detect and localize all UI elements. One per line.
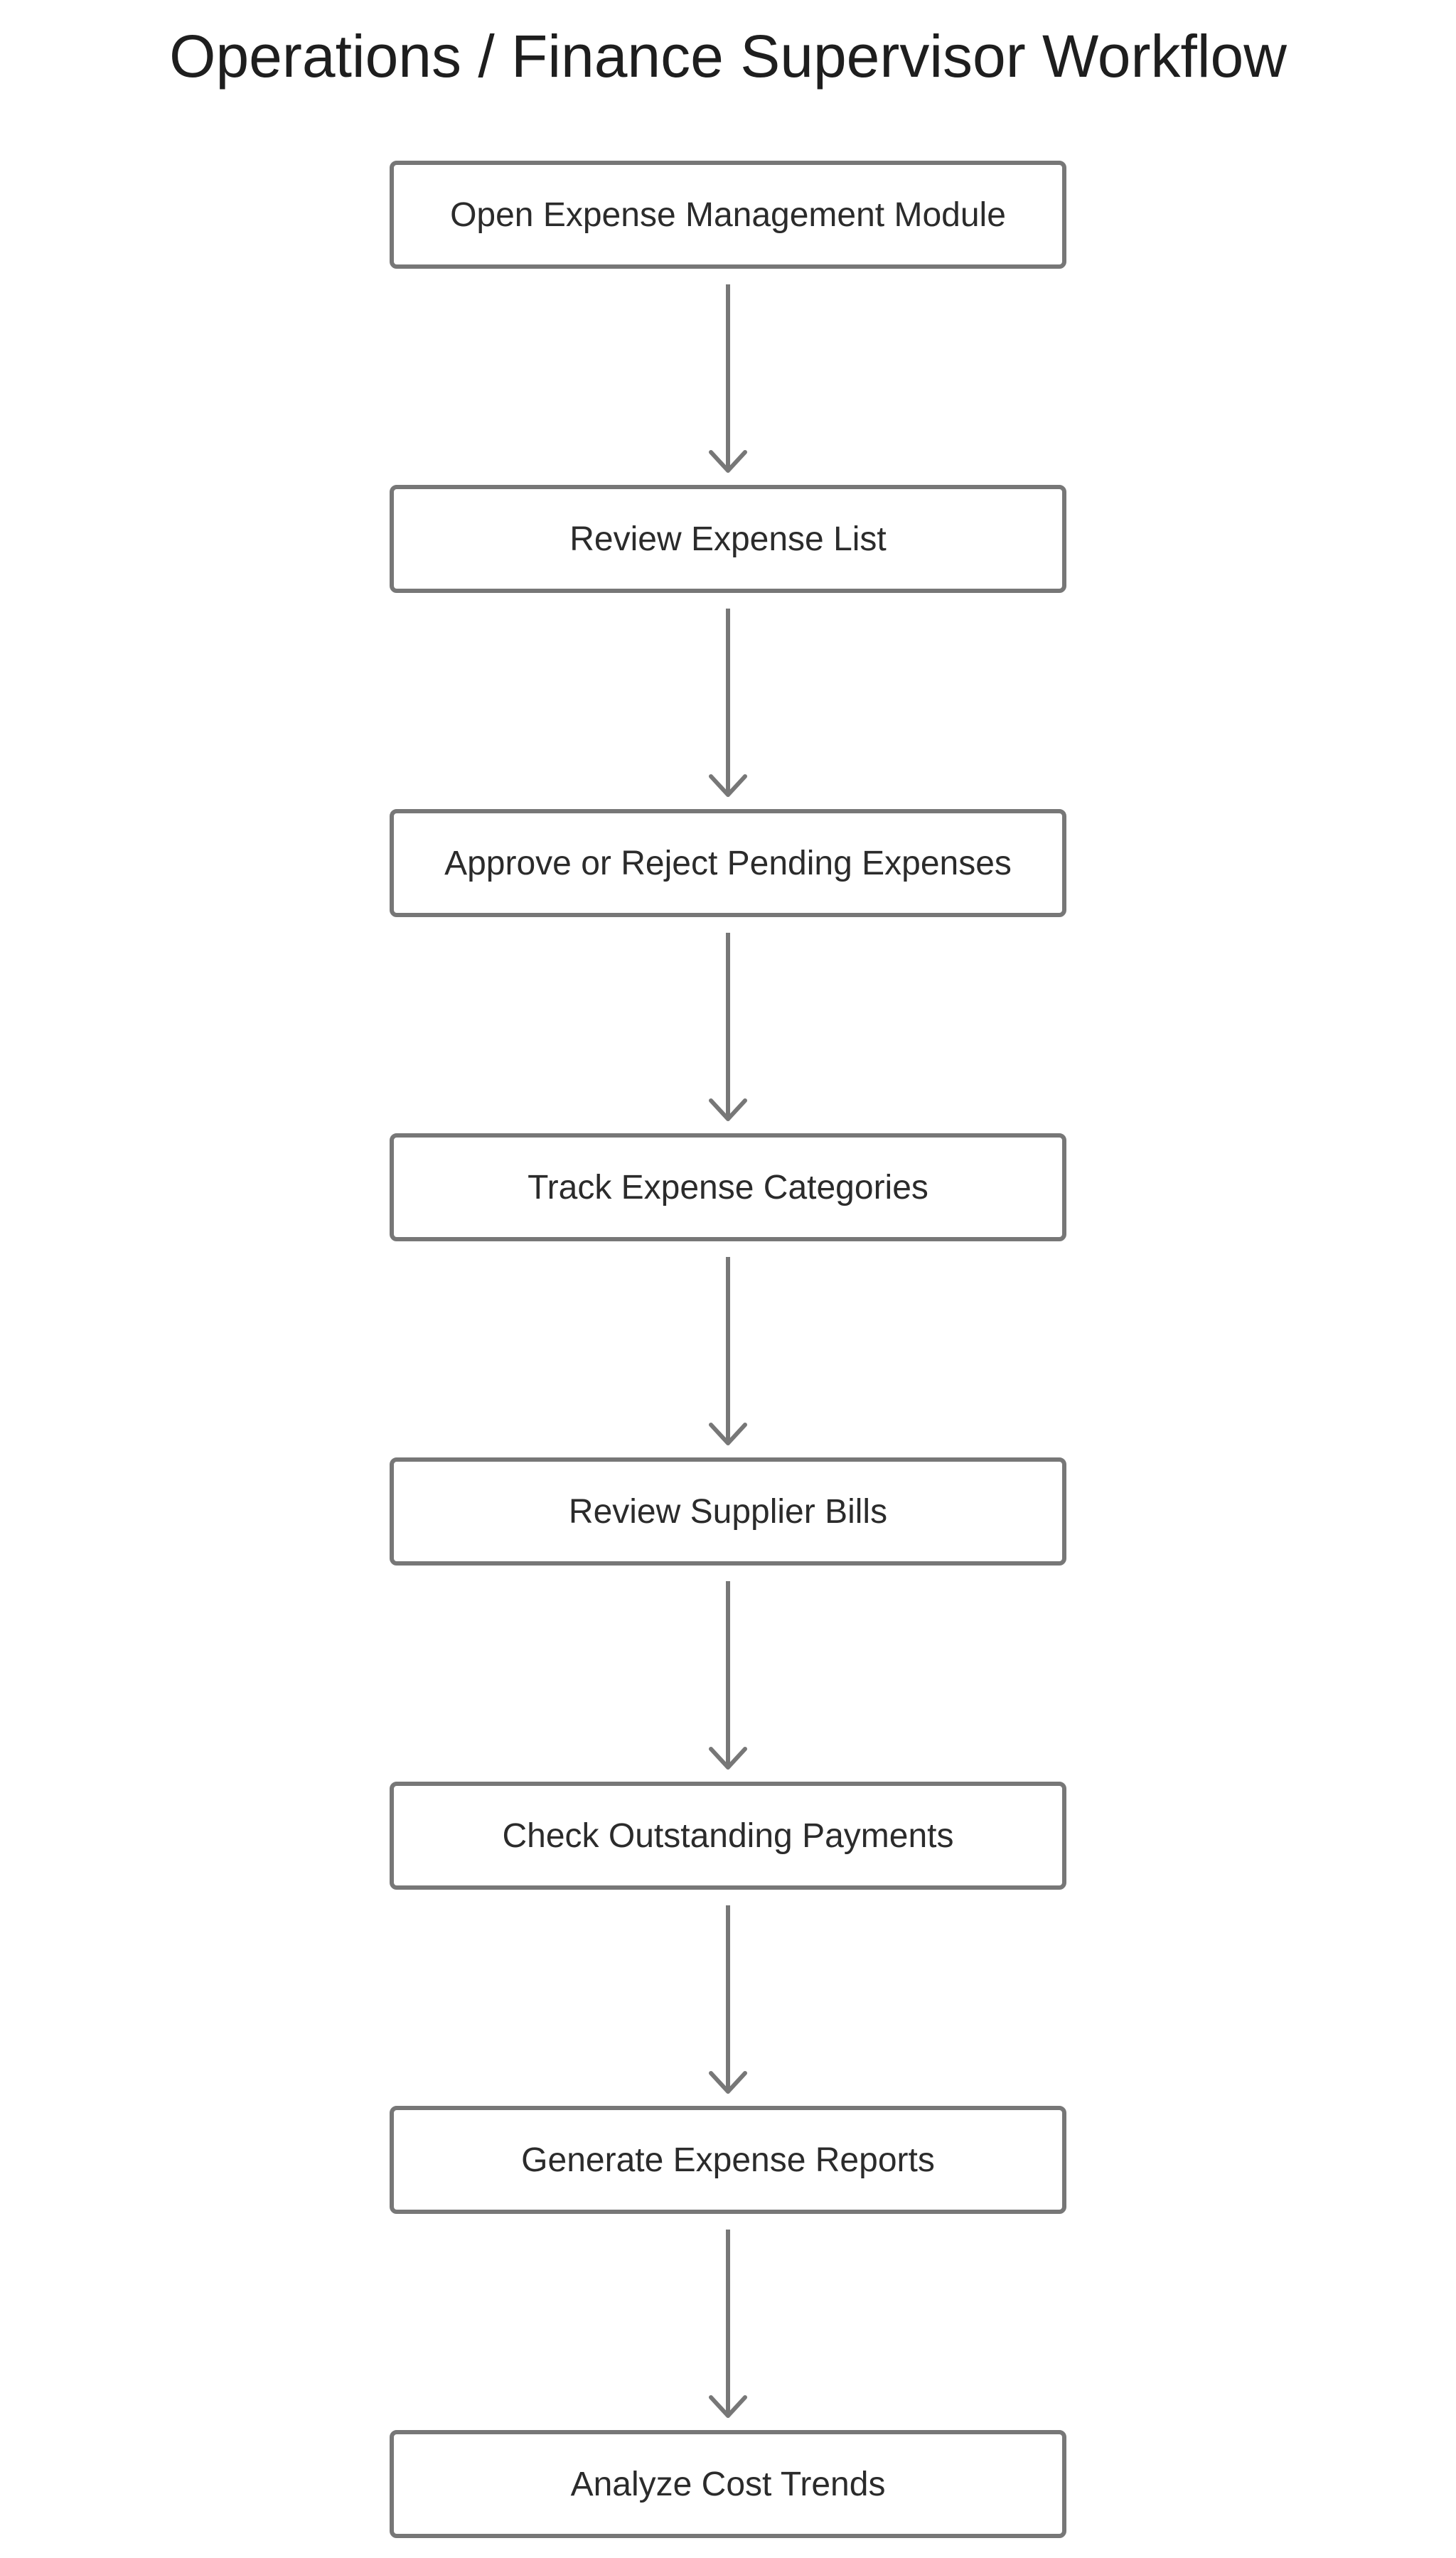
step-label: Review Supplier Bills [568,1492,888,1531]
step-track-expense-categories: Track Expense Categories [390,1133,1066,1241]
step-approve-reject-expenses: Approve or Reject Pending Expenses [390,809,1066,917]
arrow-down-icon [707,1581,749,1773]
arrow-down-icon [707,2230,749,2421]
step-label: Review Expense List [569,520,887,558]
arrow-down-icon [707,609,749,801]
arrow-down-icon [707,284,749,476]
step-label: Approve or Reject Pending Expenses [444,844,1012,882]
arrow-down-icon [707,1257,749,1449]
step-review-expense-list: Review Expense List [390,485,1066,593]
step-label: Track Expense Categories [528,1168,928,1206]
step-label: Check Outstanding Payments [502,1816,954,1855]
step-generate-expense-reports: Generate Expense Reports [390,2106,1066,2214]
step-review-supplier-bills: Review Supplier Bills [390,1457,1066,1566]
arrow-down-icon [707,1905,749,2097]
step-label: Analyze Cost Trends [570,2465,886,2503]
step-analyze-cost-trends: Analyze Cost Trends [390,2430,1066,2538]
step-check-outstanding-payments: Check Outstanding Payments [390,1782,1066,1890]
step-open-expense-module: Open Expense Management Module [390,161,1066,269]
arrow-down-icon [707,933,749,1125]
step-label: Generate Expense Reports [521,2141,935,2179]
step-label: Open Expense Management Module [450,196,1006,234]
diagram-title: Operations / Finance Supervisor Workflow [169,23,1287,90]
